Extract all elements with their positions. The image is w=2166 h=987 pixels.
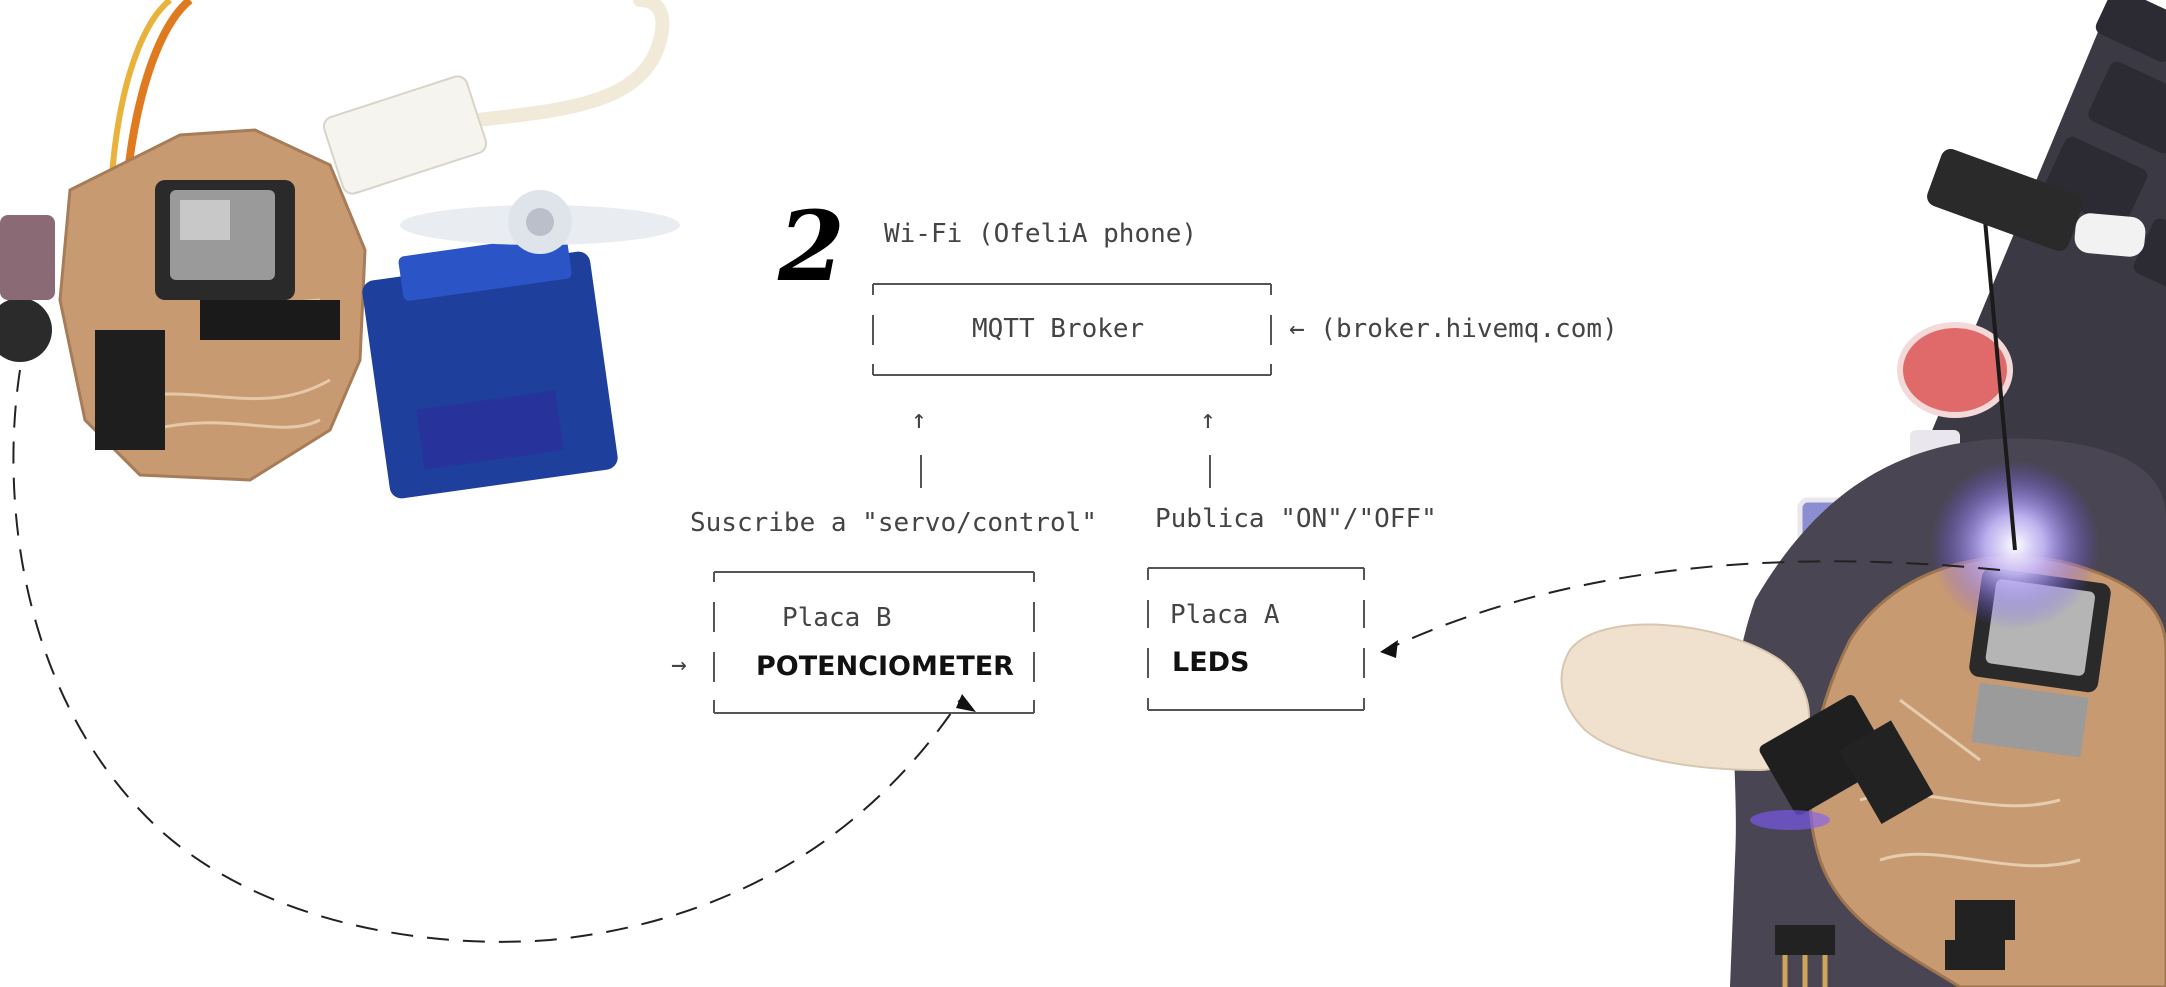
right-hardware-photo [1560, 0, 2166, 987]
dashed-link-right-to-board-a [1389, 560, 2001, 649]
step-number: 2 [778, 190, 845, 303]
board-a-component: LEDS [1172, 647, 1250, 678]
board-a-name: Placa A [1170, 600, 1280, 630]
board-b-up-arrow: ↑ [911, 405, 927, 435]
servo-motor [362, 190, 680, 499]
board-b-component: POTENCIOMETER [756, 651, 1014, 682]
arrowhead-board-b [956, 694, 976, 712]
arrowhead-board-a [1380, 640, 1398, 658]
board-b-subscribe-text: Suscribe a "servo/control" [690, 508, 1097, 538]
board-a-up-arrow: ↑ [1200, 405, 1216, 435]
wifi-label: Wi-Fi (OfeliA phone) [884, 219, 1198, 249]
left-usb-plug [322, 75, 488, 195]
mqtt-broker-label: MQTT Broker [972, 314, 1145, 344]
board-b-box [713, 571, 1035, 714]
broker-host-note: ← (broker.hivemq.com) [1289, 314, 1618, 344]
mqtt-broker-box [872, 283, 1272, 376]
board-a-box [1147, 567, 1365, 711]
dashed-link-left-to-board-b [12, 369, 961, 943]
board-b-input-arrow: → [671, 650, 687, 680]
board-a-publish-text: Publica "ON"/"OFF" [1155, 504, 1437, 534]
board-b-name: Placa B [782, 603, 892, 633]
left-hardware-photo [0, 0, 680, 499]
